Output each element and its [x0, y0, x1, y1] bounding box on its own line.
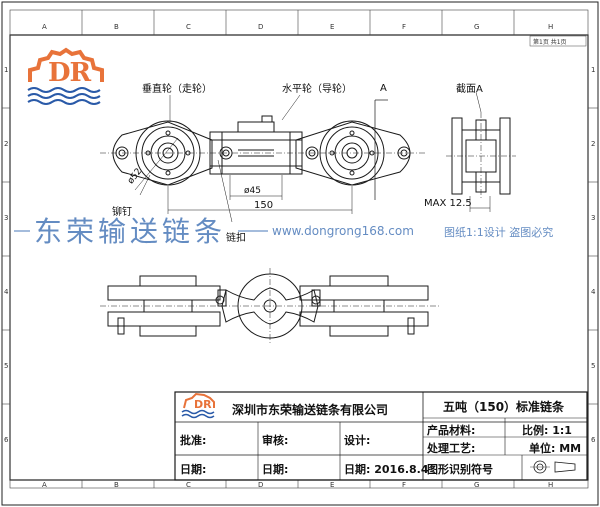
zone-ticks	[2, 10, 598, 488]
material-label: 产品材料:	[427, 424, 476, 437]
col-label-top-g: G	[474, 23, 480, 31]
label-vertical-wheel: 垂直轮（走轮）	[142, 84, 212, 95]
row-label-left-1: 1	[4, 66, 9, 74]
dim-max-12-5: MAX 12.5	[424, 198, 472, 209]
date-label-2: 日期:	[262, 463, 289, 476]
row-label-left-3: 3	[4, 214, 9, 222]
company-logo	[27, 47, 104, 105]
col-label-bottom-c: C	[186, 481, 191, 489]
col-label-bottom-e: E	[330, 481, 335, 489]
row-label-left-6: 6	[4, 436, 9, 444]
design-date: 日期: 2016.8.4	[344, 463, 429, 476]
zone-frame	[9, 9, 589, 489]
row-label-right-5: 5	[591, 362, 596, 370]
process-label: 处理工艺:	[427, 442, 476, 455]
title-block-grid	[174, 391, 588, 481]
col-label-top-e: E	[330, 23, 335, 31]
symbol-label: 图形识别符号	[427, 463, 493, 476]
dim-length-150: 150	[254, 200, 274, 211]
col-label-top-h: H	[548, 23, 554, 31]
col-label-top-a: A	[42, 23, 47, 31]
section-view-title: 截面A	[456, 84, 483, 95]
side-view	[100, 268, 440, 344]
approve-label: 批准:	[180, 434, 207, 447]
logo-letters: DR	[48, 58, 91, 88]
col-label-bottom-a: A	[42, 481, 47, 489]
col-label-top-f: F	[402, 23, 407, 31]
title-block-logo-letters: DR	[194, 398, 212, 411]
row-label-left-5: 5	[4, 362, 9, 370]
col-label-bottom-f: F	[402, 481, 407, 489]
sheet-number: 第1页 共1页	[533, 39, 567, 46]
product-title: 五吨（150）标准链条	[443, 400, 565, 414]
col-label-top-b: B	[114, 23, 119, 31]
unit-value: 单位: MM	[529, 442, 582, 455]
company-name: 深圳市东荣输送链条有限公司	[232, 403, 389, 417]
label-chain-link: 链扣	[226, 233, 246, 244]
row-label-left-4: 4	[4, 288, 9, 296]
review-label: 审核:	[262, 434, 289, 447]
watermark-notice: 图纸1:1设计 盗图必究	[444, 226, 554, 239]
col-label-top-d: D	[258, 23, 264, 31]
watermark-url: www.dongrong168.com	[272, 224, 414, 238]
col-label-bottom-b: B	[114, 481, 119, 489]
sheet-no-box	[529, 35, 587, 47]
row-label-left-2: 2	[4, 140, 9, 148]
col-label-bottom-d: D	[258, 481, 264, 489]
date-label-1: 日期:	[180, 463, 207, 476]
dim-diameter-45: ø45	[244, 186, 261, 196]
design-label: 设计:	[344, 434, 371, 447]
row-label-right-2: 2	[591, 140, 596, 148]
row-label-right-3: 3	[591, 214, 596, 222]
col-label-top-c: C	[186, 23, 191, 31]
label-rivet: 铆钉	[112, 207, 132, 218]
watermark-brand: 东荣输送链条	[34, 215, 227, 248]
col-label-bottom-h: H	[548, 481, 554, 489]
scale-value: 比例: 1:1	[522, 424, 572, 437]
top-view	[100, 94, 425, 223]
projection-symbol-icon	[530, 460, 576, 474]
label-horizontal-wheel: 水平轮（导轮）	[282, 84, 352, 95]
section-view-a	[446, 91, 516, 212]
row-label-right-6: 6	[591, 436, 596, 444]
col-label-bottom-g: G	[474, 481, 480, 489]
row-label-right-1: 1	[591, 66, 596, 74]
section-marker-a: A	[380, 83, 387, 94]
title-block-logo	[181, 392, 215, 419]
row-label-right-4: 4	[591, 288, 596, 296]
